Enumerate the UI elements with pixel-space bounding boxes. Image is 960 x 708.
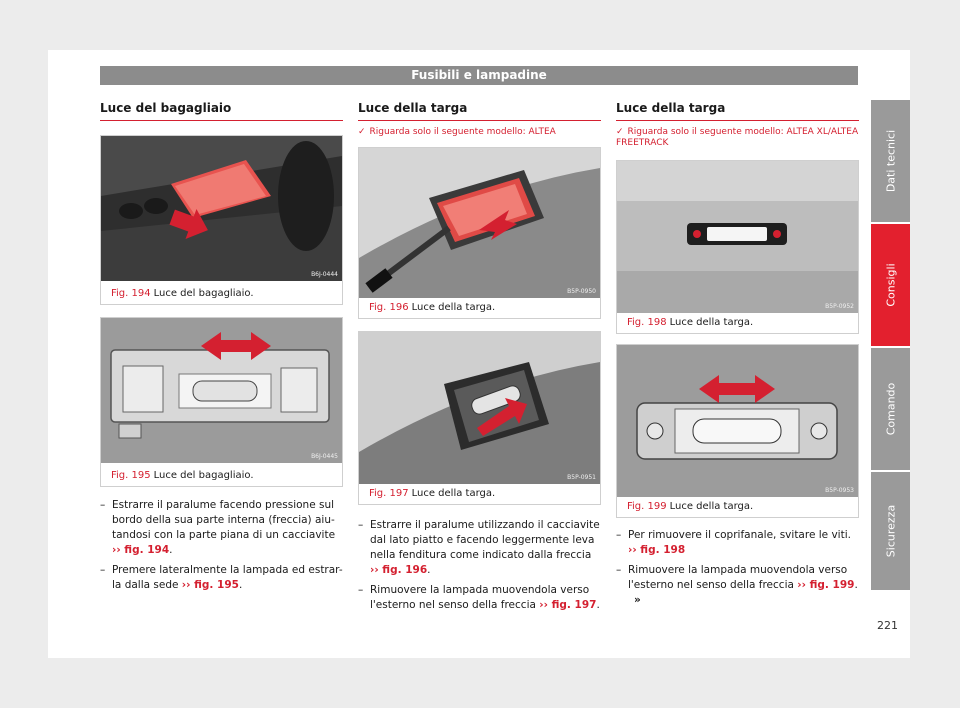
side-tab-comando[interactable]: Comando [871, 348, 910, 470]
trunk-light-photo: B6J-0444 [101, 136, 342, 281]
instruction-list: Estrarre il paralume utilizzando il cacc… [358, 518, 601, 618]
side-tab-sicurezza[interactable]: Sicurezza [871, 472, 910, 590]
list-item: Premere lateralmente la lampada ed estra… [100, 563, 343, 593]
section-title: Luce della targa [358, 101, 468, 115]
side-tab-dati-tecnici[interactable]: Dati tecnici [871, 100, 910, 222]
section-rule [358, 120, 601, 121]
list-item: Per rimuovere il coprifanale, svitare le… [616, 528, 859, 558]
list-item: Rimuovere la lampada muovendola verso l'… [616, 563, 859, 608]
continue-icon: » [634, 594, 641, 606]
trunk-lamp-illustration: B6J-0445 [101, 318, 342, 463]
figure-link[interactable]: ›› fig. 196 [370, 564, 428, 576]
figure-code: B5P-0950 [567, 288, 596, 295]
figure-code: B5P-0952 [825, 303, 854, 310]
figure-link[interactable]: ›› fig. 197 [539, 599, 597, 611]
list-item: Estrarre il paralume facendo pressione s… [100, 498, 343, 558]
side-tab-consigli[interactable]: Consigli [871, 224, 910, 346]
section-rule [616, 120, 859, 121]
figure-code: B6J-0445 [311, 453, 338, 460]
list-item: Rimuovere la lampada muovendola verso l'… [358, 583, 601, 613]
figure-code: B5P-0953 [825, 487, 854, 494]
check-icon: ✓ [616, 127, 624, 137]
section-title: Luce del bagagliaio [100, 101, 232, 115]
list-item: Estrarre il paralume utilizzando il cacc… [358, 518, 601, 578]
column-luce-targa-altea: Luce della targa ✓Riguarda solo il segue… [358, 100, 601, 620]
figure-link[interactable]: ›› fig. 198 [628, 544, 686, 556]
figure-code: B5P-0951 [567, 474, 596, 481]
figure-link[interactable]: ›› fig. 194 [112, 544, 170, 556]
model-note: ✓Riguarda solo il seguente modello: ALTE… [616, 127, 859, 148]
plate-light-screwdriver-photo: B5P-0950 [359, 148, 600, 298]
figure-link[interactable]: ›› fig. 195 [181, 579, 239, 591]
section-title: Luce della targa [616, 101, 726, 115]
figure-link[interactable]: ›› fig. 199 [797, 579, 855, 591]
plate-light-cover-photo: B5P-0952 [617, 161, 858, 313]
plate-lamp-illustration: B5P-0953 [617, 345, 858, 497]
plate-lamp-removal-photo: B5P-0951 [359, 332, 600, 484]
check-icon: ✓ [358, 127, 366, 137]
section-rule [100, 120, 343, 121]
figure-code: B6J-0444 [311, 271, 338, 278]
instruction-list: Estrarre il paralume facendo pressione s… [100, 498, 343, 598]
page-number: 221 [877, 619, 898, 632]
column-luce-targa-altea-xl: Luce della targa ✓Riguarda solo il segue… [616, 100, 859, 620]
model-note: ✓Riguarda solo il seguente modello: ALTE… [358, 127, 556, 137]
chapter-header: Fusibili e lampadine [100, 66, 858, 85]
instruction-list: Per rimuovere il coprifanale, svitare le… [616, 528, 859, 613]
